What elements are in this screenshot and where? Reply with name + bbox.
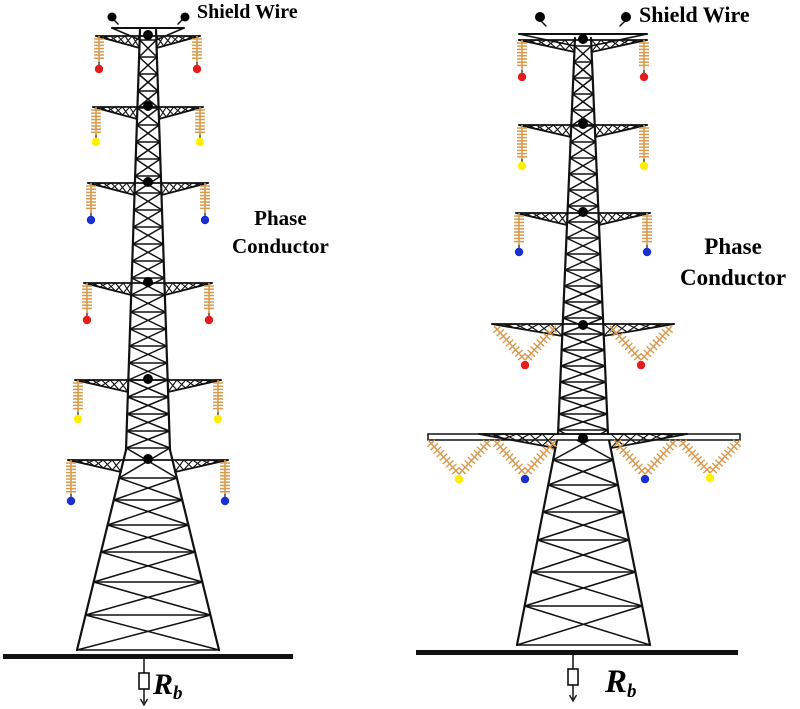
insulator-string-icon [220,460,230,506]
insulator-string-icon [91,107,101,147]
phase-conductor [82,315,92,325]
tower-node [143,101,153,111]
phase-label-line1: Phase [704,234,762,259]
tower-node [578,320,588,330]
tower-node [180,12,190,22]
ground-resistance-label-left: Rb [153,668,183,705]
insulator-string-icon [213,380,223,424]
phase-conductor [213,414,223,424]
tower-node [578,433,588,443]
right-tower [416,12,742,703]
resistor-icon [138,659,150,707]
tower-node [143,374,153,384]
tower-node [578,207,588,217]
v-insulator-icon [678,439,742,483]
tower-node [143,30,153,40]
phase-conductor [200,215,210,225]
phase-conductor [520,474,530,484]
phase-conductor [86,215,96,225]
insulator-string-icon [517,125,527,171]
phase-label-line1: Phase [254,206,307,230]
insulator-string-icon [514,213,524,257]
phase-conductor [195,137,205,147]
tower-node [107,12,117,22]
phase-conductor [204,315,214,325]
resistance-subscript: b [627,681,637,702]
ground-line [3,654,293,659]
phase-conductor [642,247,652,257]
phase-conductor [705,473,715,483]
v-insulator-icon [492,439,558,484]
insulator-string-icon [517,40,527,82]
v-insulator-icon [612,439,678,484]
insulator-string-icon [639,125,649,171]
left-tower [3,12,293,707]
phase-label-line2: Conductor [680,265,787,290]
shield-wire-peak [107,12,190,41]
insulator-string-icon [66,460,76,506]
insulator-string-icon [73,380,83,424]
insulator-string-icon [192,36,202,74]
insulator-string-icon [195,107,205,147]
cross-arm [92,106,204,120]
phase-conductor [517,72,527,82]
cross-arm [478,433,688,449]
phase-conductor [636,360,646,370]
shield-wire-label-right: Shield Wire [639,2,750,27]
phase-conductor-label-left: Phase Conductor [232,204,329,260]
resistor-icon [567,655,579,703]
tower-node [535,12,545,22]
v-insulator-icon [608,325,674,370]
phase-conductor [640,474,650,484]
tower-node [143,177,153,187]
tower-node [143,277,153,287]
tower-node [578,119,588,129]
phase-conductor-label-right: Phase Conductor [680,231,786,293]
insulator-string-icon [204,283,214,325]
insulator-string-icon [94,36,104,74]
phase-conductor [192,64,202,74]
phase-conductor [639,72,649,82]
phase-conductor [514,247,524,257]
tower-node [578,34,588,44]
tower-body [75,28,221,652]
phase-conductor [520,360,530,370]
phase-conductor [639,161,649,171]
ground-line [416,650,738,655]
insulator-string-icon [86,183,96,225]
phase-label-line2: Conductor [232,234,329,258]
tower-node [143,454,153,464]
phase-conductor [220,496,230,506]
phase-conductor [454,474,464,484]
insulator-string-icon [82,283,92,325]
insulator-string-icon [642,213,652,257]
resistance-subscript: b [173,683,183,704]
phase-conductor [94,64,104,74]
ground-resistance-label-right: Rb [605,664,637,703]
resistance-symbol: R [605,664,628,700]
phase-conductor [66,496,76,506]
v-insulator-icon [492,325,558,370]
v-insulator-icon [426,439,492,484]
insulator-string-icon [639,40,649,82]
resistance-symbol: R [153,668,174,701]
tower-node [621,12,631,22]
shield-wire-label-left: Shield Wire [197,1,298,23]
phase-conductor [517,161,527,171]
insulator-string-icon [200,183,210,225]
phase-conductor [91,137,101,147]
phase-conductor [73,414,83,424]
cross-arm [95,35,201,49]
